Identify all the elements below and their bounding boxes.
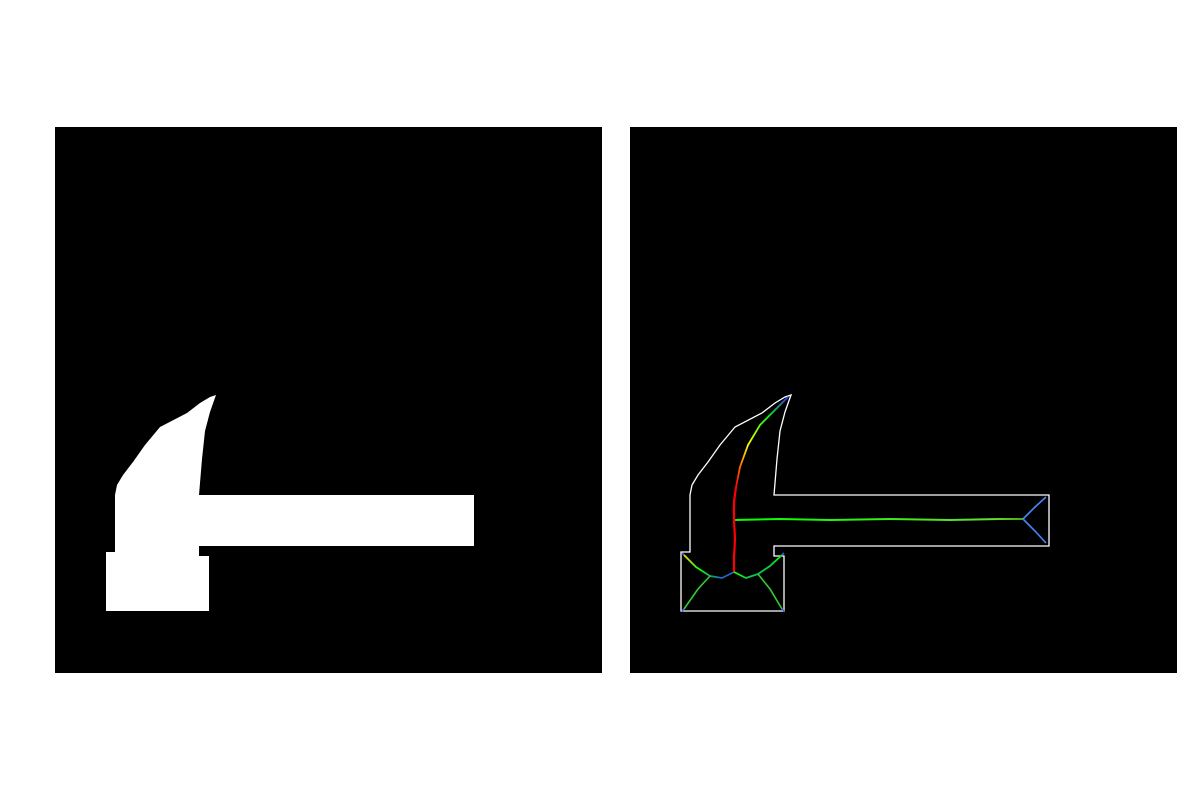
hammer-silhouette (106, 395, 474, 611)
binary-mask-panel (55, 127, 602, 673)
skeleton-claw (735, 396, 789, 488)
skeleton-handle-fork-top (1022, 496, 1047, 520)
skeleton-head-blue-ends (681, 552, 785, 612)
skeleton-head-left-down (683, 575, 711, 610)
skeleton-head-left (683, 554, 735, 579)
hammer-contour (680, 393, 1050, 612)
skeleton-handle (734, 517, 1023, 522)
hammer-mask-shape (106, 395, 474, 611)
skeleton-panel (630, 127, 1177, 673)
skeleton-handle-fork-bottom (1022, 518, 1047, 544)
hammer-skeleton (680, 393, 1050, 612)
skeleton-head-right-down (757, 573, 783, 610)
skeleton-spine (732, 486, 738, 572)
